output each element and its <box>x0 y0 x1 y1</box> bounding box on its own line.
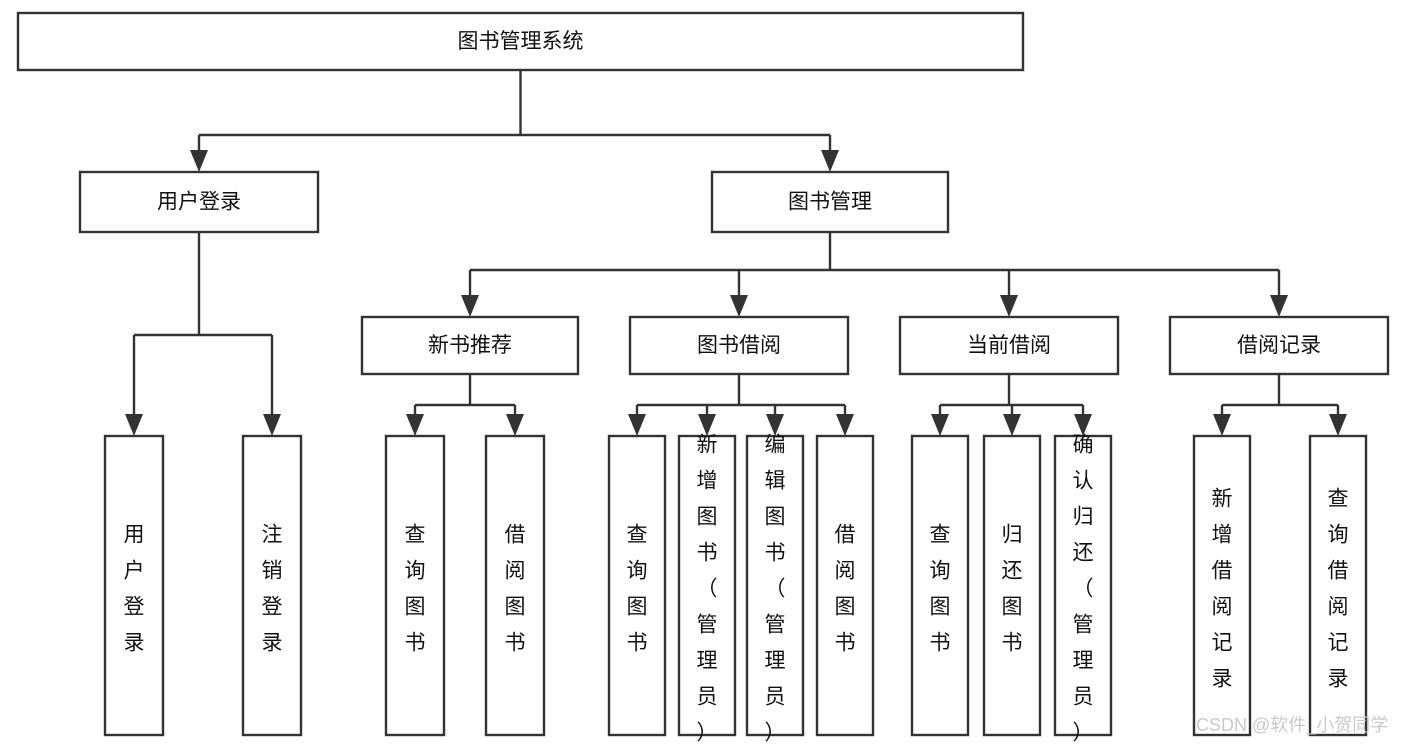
node-label: 借阅图书 <box>835 524 856 655</box>
edge-arrowhead <box>125 414 143 436</box>
node-leaf-query-book-borrow[interactable]: 查询图书 <box>607 434 667 737</box>
node-label: 查询图书 <box>627 524 648 655</box>
node-box <box>1192 434 1252 737</box>
node-leaf-query-borrow-record[interactable]: 查询借阅记录 <box>1308 434 1368 737</box>
edge-arrowhead <box>766 414 784 436</box>
node-box <box>78 170 320 234</box>
node-box <box>910 434 970 737</box>
node-box <box>16 11 1025 72</box>
node-label: 查询图书 <box>930 524 951 655</box>
node-leaf-user-login[interactable]: 用户登录 <box>103 434 165 737</box>
node-box <box>1308 434 1368 737</box>
node-leaf-add-book[interactable]: 新增图书（管理员） <box>677 434 737 745</box>
edge-arrowhead <box>1213 414 1231 436</box>
edge-arrowhead <box>698 414 716 436</box>
node-leaf-query-book-current[interactable]: 查询图书 <box>910 434 970 737</box>
edge-arrowhead <box>190 150 208 172</box>
node-leaf-edit-book[interactable]: 编辑图书（管理员） <box>745 434 805 745</box>
node-box <box>384 434 446 737</box>
node-label: 图书管理系统 <box>458 30 584 53</box>
node-book-borrow[interactable]: 图书借阅 <box>628 315 850 376</box>
edge-arrowhead <box>461 295 479 317</box>
node-label: 借阅记录 <box>1237 334 1321 357</box>
edge-arrowhead <box>628 414 646 436</box>
node-box <box>103 434 165 737</box>
edge-arrowhead <box>1329 414 1347 436</box>
edge-arrowhead <box>406 414 424 436</box>
node-label: 新增借阅记录 <box>1212 488 1233 691</box>
edge-arrowhead <box>263 414 281 436</box>
node-box <box>484 434 546 737</box>
node-box <box>1168 315 1390 376</box>
node-leaf-query-book-rec[interactable]: 查询图书 <box>384 434 446 737</box>
edge-arrowhead <box>1003 414 1021 436</box>
diagram-nodes: 图书管理系统用户登录图书管理新书推荐图书借阅当前借阅借阅记录用户登录注销登录查询… <box>16 11 1390 745</box>
node-box <box>241 434 303 737</box>
edge-arrowhead <box>1000 295 1018 317</box>
node-label: 查询借阅记录 <box>1328 488 1349 691</box>
node-box <box>360 315 580 376</box>
node-root[interactable]: 图书管理系统 <box>16 11 1025 72</box>
node-label: 当前借阅 <box>967 334 1051 357</box>
node-user-login[interactable]: 用户登录 <box>78 170 320 234</box>
node-leaf-borrow-book[interactable]: 借阅图书 <box>815 434 875 737</box>
node-box <box>815 434 875 737</box>
node-label: 注销登录 <box>262 524 283 655</box>
edge-arrowhead <box>836 414 854 436</box>
node-label: 编辑图书（管理员） <box>765 434 786 745</box>
node-new-book-recommend[interactable]: 新书推荐 <box>360 315 580 376</box>
node-leaf-logout[interactable]: 注销登录 <box>241 434 303 737</box>
node-box <box>628 315 850 376</box>
node-leaf-borrow-book-rec[interactable]: 借阅图书 <box>484 434 546 737</box>
node-book-manage[interactable]: 图书管理 <box>710 170 950 234</box>
edge-arrowhead <box>1270 295 1288 317</box>
node-label: 查询图书 <box>405 524 426 655</box>
connector-edges <box>125 70 1347 436</box>
node-label: 归还图书 <box>1002 524 1023 655</box>
node-label: 用户登录 <box>157 191 241 214</box>
node-label: 用户登录 <box>124 524 145 655</box>
node-label: 图书管理 <box>788 191 872 214</box>
node-box <box>1053 434 1113 737</box>
node-leaf-confirm-return[interactable]: 确认归还（管理员） <box>1053 434 1113 745</box>
node-box <box>607 434 667 737</box>
node-box <box>982 434 1042 737</box>
node-borrow-record[interactable]: 借阅记录 <box>1168 315 1390 376</box>
node-label: 新增图书（管理员） <box>697 434 718 745</box>
node-label: 借阅图书 <box>505 524 526 655</box>
edge-arrowhead <box>931 414 949 436</box>
csdn-watermark: CSDN @软件_小贺同学 <box>1196 715 1388 736</box>
edge-arrowhead <box>506 414 524 436</box>
node-box <box>710 170 950 234</box>
node-label: 确认归还（管理员） <box>1073 434 1094 745</box>
node-box <box>898 315 1120 376</box>
node-label: 新书推荐 <box>428 334 512 357</box>
node-leaf-add-borrow-record[interactable]: 新增借阅记录 <box>1192 434 1252 737</box>
edge-arrowhead <box>730 295 748 317</box>
node-label: 图书借阅 <box>697 334 781 357</box>
edge-arrowhead <box>821 150 839 172</box>
node-current-borrow[interactable]: 当前借阅 <box>898 315 1120 376</box>
node-box <box>677 434 737 737</box>
edge-arrowhead <box>1074 414 1092 436</box>
node-leaf-return-book[interactable]: 归还图书 <box>982 434 1042 737</box>
node-box <box>745 434 805 737</box>
